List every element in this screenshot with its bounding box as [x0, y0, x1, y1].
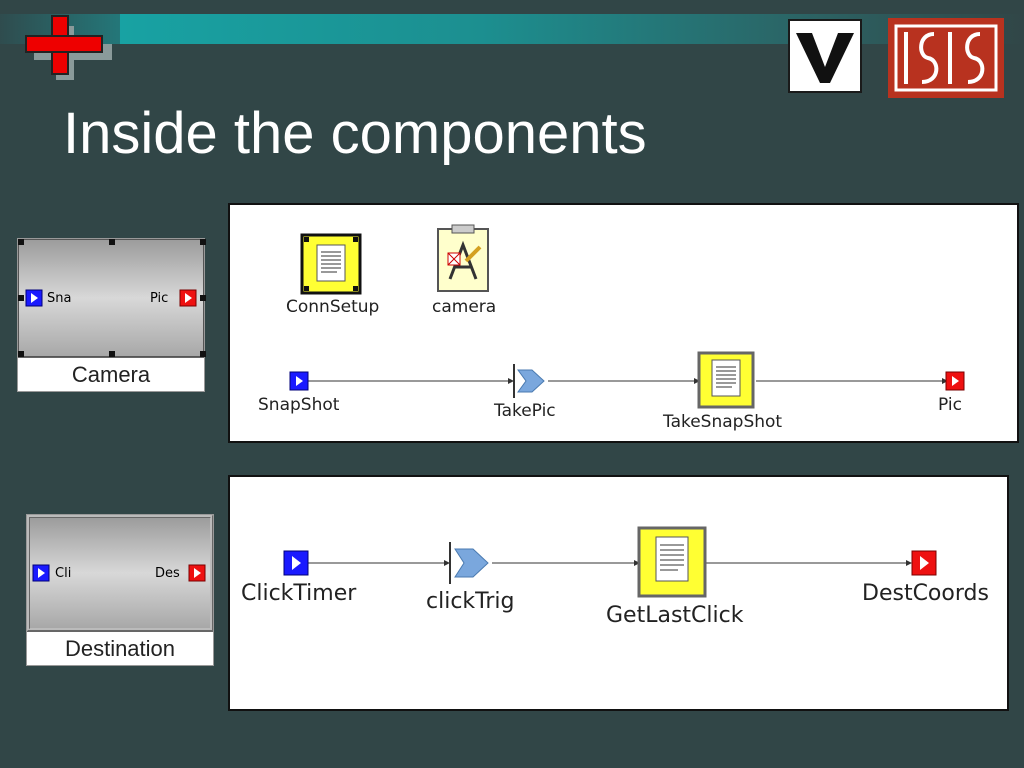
connsetup-label: ConnSetup [286, 297, 380, 317]
destination-block-caption: Destination [27, 631, 213, 665]
takepic-label: TakePic [494, 401, 556, 421]
getlastclick-action-icon[interactable] [637, 526, 708, 599]
destination-flow-wires [308, 560, 912, 566]
clicktrig-trigger-icon[interactable] [448, 542, 492, 584]
input-port-icon [32, 564, 50, 582]
pic-output-port-icon[interactable] [945, 371, 966, 392]
camera-flow-wires [308, 378, 948, 384]
output-port-icon [188, 564, 206, 582]
vanderbilt-v-icon [796, 33, 854, 83]
output-port-icon [179, 289, 197, 307]
isis-letters-icon [894, 24, 998, 92]
snapshot-label: SnapShot [258, 395, 340, 415]
camera-block-caption: Camera [18, 357, 204, 391]
vanderbilt-logo [788, 19, 862, 93]
destination-out-port-label: Des [155, 566, 180, 581]
camera-out-port-label: Pic [150, 291, 169, 306]
clicktimer-label: ClickTimer [241, 581, 357, 606]
top-banner-gradient [120, 14, 1024, 44]
camera-internals-panel: ConnSetup camera SnapShot TakePic TakeSn… [228, 203, 1019, 443]
connsetup-action-icon[interactable] [300, 233, 362, 295]
snapshot-input-port-icon[interactable] [289, 371, 310, 392]
takepic-trigger-icon[interactable] [512, 364, 548, 398]
top-banner-stripe [0, 0, 1024, 14]
clipboard-icon[interactable] [436, 223, 492, 293]
getlastclick-label: GetLastClick [606, 603, 744, 628]
camera-block[interactable]: Sna Pic Camera [17, 238, 206, 392]
clicktrig-label: clickTrig [426, 589, 515, 614]
destination-block-body [27, 515, 213, 631]
destcoords-output-port-icon[interactable] [911, 550, 938, 577]
takesnapshot-action-icon[interactable] [697, 351, 756, 410]
camera-attribute-label: camera [432, 297, 497, 317]
camera-block-body [18, 239, 204, 357]
destination-block[interactable]: Cli Des Destination [26, 514, 214, 666]
camera-block-handles [18, 239, 206, 357]
destination-in-port-label: Cli [55, 566, 72, 581]
pic-label: Pic [938, 395, 962, 415]
isis-logo [888, 18, 1004, 98]
red-cross-icon [25, 15, 103, 75]
destcoords-label: DestCoords [862, 581, 989, 606]
slide-title: Inside the components [63, 101, 647, 166]
camera-in-port-label: Sna [47, 291, 72, 306]
takesnapshot-label: TakeSnapShot [663, 412, 783, 432]
clicktimer-input-port-icon[interactable] [283, 550, 310, 577]
input-port-icon [25, 289, 43, 307]
destination-internals-panel: ClickTimer clickTrig GetLastClick DestCo… [228, 475, 1009, 711]
